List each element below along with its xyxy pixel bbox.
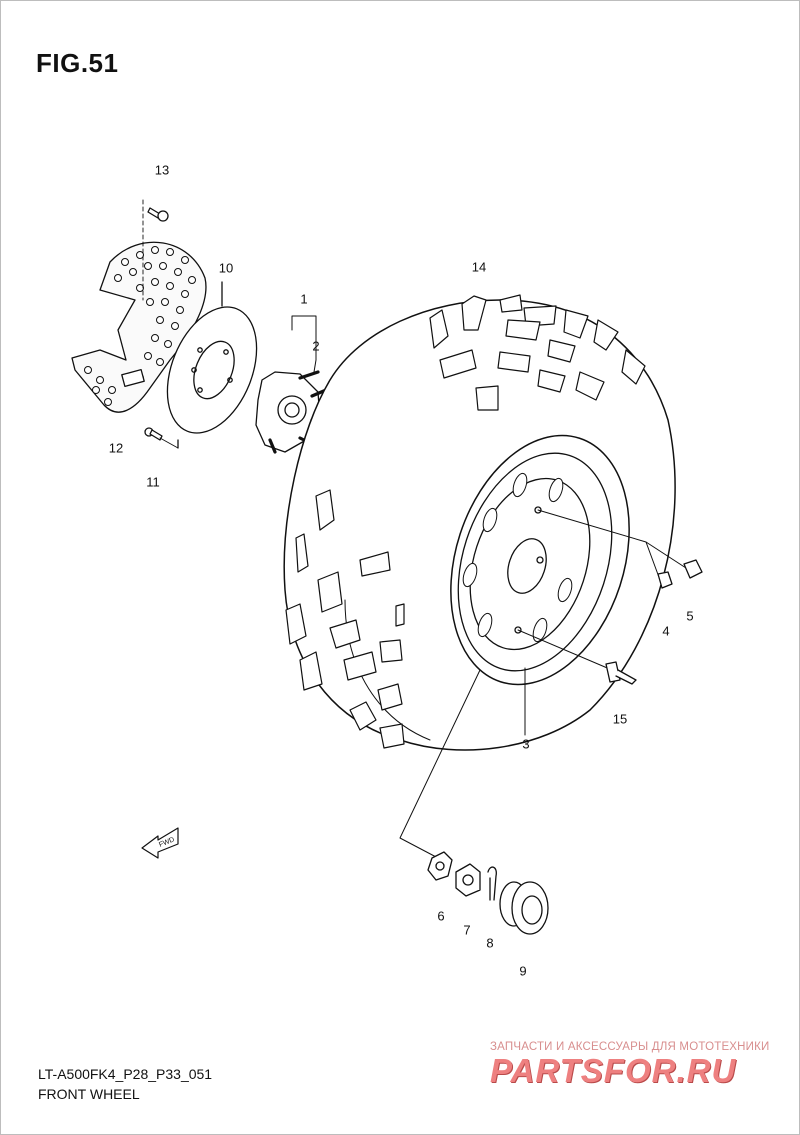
- callout-2: 2: [312, 338, 320, 354]
- callout-13: 13: [154, 162, 170, 178]
- callout-5: 5: [686, 608, 694, 624]
- model-code: LT-A500FK4_P28_P33_051: [38, 1066, 213, 1082]
- figure-title: FIG.51: [36, 48, 119, 78]
- callout-11: 11: [146, 474, 160, 490]
- wheel-nut-cap-part: [683, 559, 703, 579]
- hub-cap-part: [499, 881, 549, 935]
- callout-15: 15: [612, 711, 628, 727]
- callout-6: 6: [437, 908, 445, 924]
- fwd-arrow-icon: FWD: [141, 827, 179, 859]
- figure-caption: FRONT WHEEL: [38, 1086, 140, 1102]
- disc-cover-part: [71, 241, 207, 413]
- cover-bolt-part: [142, 199, 169, 301]
- castle-nut-part: [455, 863, 481, 897]
- callout-9: 9: [519, 963, 527, 979]
- wheel-nut-part: [657, 571, 673, 589]
- watermark-logo: PARTSFOR.RU: [490, 1052, 737, 1089]
- callout-7: 7: [463, 922, 471, 938]
- callout-12: 12: [108, 440, 124, 456]
- callout-10: 10: [218, 260, 234, 276]
- callout-4: 4: [662, 623, 670, 639]
- washer-part: [427, 851, 453, 881]
- wheel-stud-part: [605, 661, 637, 685]
- cotter-pin-part: [487, 866, 497, 901]
- callout-3: 3: [522, 736, 530, 752]
- disc-bolt-part: [144, 427, 179, 449]
- watermark-tagline: ЗАПЧАСТИ И АКСЕССУАРЫ ДЛЯ МОТОТЕХНИКИ: [490, 1041, 770, 1053]
- callout-1: 1: [300, 291, 308, 307]
- brake-disc-part: [166, 281, 258, 449]
- wheel-rim-part: [450, 434, 630, 686]
- leader-lines: [399, 509, 687, 859]
- callout-8: 8: [486, 935, 494, 951]
- callout-14: 14: [471, 259, 487, 275]
